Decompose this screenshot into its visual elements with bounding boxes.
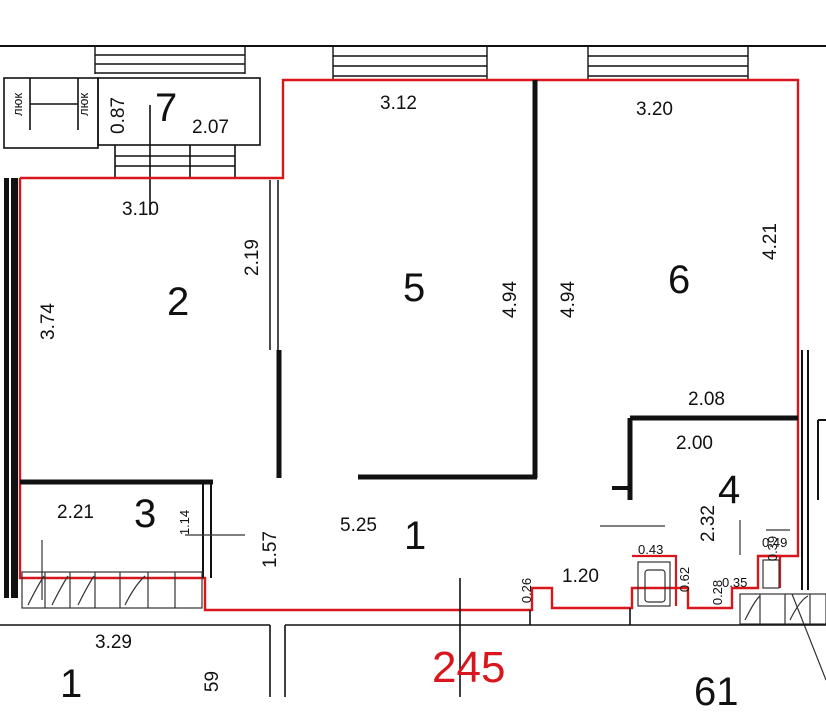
lower-room-number-left: 1 (60, 662, 83, 706)
dim-5-25: 5.25 (340, 515, 377, 536)
room-1-number: 1 (404, 514, 427, 558)
window-top-right (587, 46, 749, 79)
hatch-label-left: люк (10, 92, 26, 117)
dim-2-21: 2.21 (57, 502, 94, 523)
dim-0-62: 0.62 (677, 566, 693, 593)
room-6-number: 6 (668, 258, 691, 302)
dim-2-32: 2.32 (697, 505, 719, 542)
interior-walls (20, 80, 826, 590)
dim-3-20: 3.20 (636, 99, 673, 120)
room-3-number: 3 (134, 492, 157, 536)
dim-0-26: 0.26 (519, 577, 535, 604)
dim-2-00: 2.00 (676, 433, 713, 454)
dim-59: 59 (202, 670, 224, 693)
balcony-outline (3, 77, 261, 215)
dim-3-12: 3.12 (380, 93, 417, 114)
dim-1-14: 1.14 (177, 509, 193, 536)
window-top-left (94, 46, 246, 74)
dim-0-49: 0.49 (762, 535, 788, 550)
dim-2-08: 2.08 (688, 389, 725, 410)
dim-0-43: 0.43 (638, 542, 664, 557)
dim-3-10: 3.10 (122, 199, 159, 220)
room-5-number: 5 (403, 266, 426, 310)
room-7-number: 7 (155, 86, 178, 130)
dim-2-19: 2.19 (241, 239, 263, 276)
bottom-left-fixtures (21, 534, 245, 609)
window-top-mid (332, 46, 488, 79)
hatch-label-right: люк (76, 92, 92, 117)
floor-plan (0, 45, 826, 697)
dim-4-94-right: 4.94 (557, 281, 579, 318)
apartment-number: 245 (432, 643, 506, 692)
apartment-outline (18, 78, 800, 612)
room-4-number: 4 (718, 468, 741, 512)
bottom-right-stairs (739, 593, 826, 681)
dim-0-35: 0.35 (722, 575, 748, 590)
dim-0-87: 0.87 (107, 97, 129, 134)
dim-3-29: 3.29 (95, 632, 132, 653)
bath-outline (632, 554, 678, 606)
bath-fixtures (600, 520, 790, 607)
lower-room-number-right: 61 (694, 670, 739, 714)
dim-1-20: 1.20 (562, 566, 599, 587)
room-2-number: 2 (167, 280, 190, 324)
wc-outline (758, 554, 782, 588)
lower-walls (0, 578, 826, 697)
dim-1-57: 1.57 (259, 531, 281, 568)
dim-4-94-left: 4.94 (499, 281, 521, 318)
dim-4-21: 4.21 (759, 223, 781, 260)
dim-2-07: 2.07 (192, 117, 229, 138)
dim-3-74: 3.74 (37, 303, 59, 340)
